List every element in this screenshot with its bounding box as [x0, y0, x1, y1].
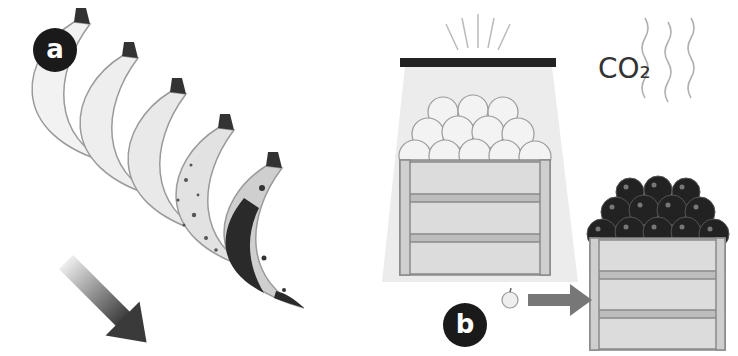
panel-label: a — [46, 36, 64, 62]
lamp — [382, 14, 578, 282]
crate — [590, 238, 725, 350]
gas-label: CO₂ — [598, 52, 651, 85]
ripening-arrow — [49, 245, 164, 356]
process-arrow — [502, 284, 592, 316]
panel-letter: a — [33, 28, 77, 72]
panel-label: b — [456, 311, 475, 337]
crate — [400, 160, 550, 275]
panel-letter: b — [443, 303, 487, 347]
